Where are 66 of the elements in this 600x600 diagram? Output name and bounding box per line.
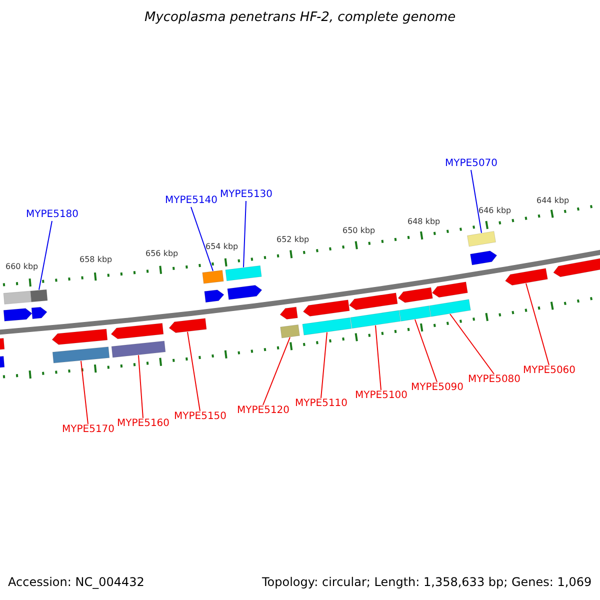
leader-line — [320, 332, 328, 398]
scale-label: 654 kbp — [206, 243, 238, 251]
gene-label: MYPE5140 — [165, 196, 218, 206]
leader-line — [80, 360, 88, 424]
gene-box — [30, 289, 48, 302]
gene-box — [52, 346, 110, 364]
leader-line — [138, 354, 144, 418]
leader-line — [526, 282, 550, 366]
scale-label: 658 kbp — [80, 256, 112, 264]
leader-line — [187, 331, 200, 412]
gene-feature — [31, 306, 48, 320]
gene-label: MYPE5110 — [295, 399, 348, 409]
gene-feature — [204, 290, 224, 303]
gene-label: MYPE5180 — [26, 210, 79, 220]
footer-text: Accession: NC_004432 — [8, 576, 144, 588]
gene-feature — [168, 318, 207, 333]
gene-label: MYPE5090 — [411, 383, 464, 393]
gene-box — [399, 306, 431, 322]
gene-feature — [52, 328, 108, 345]
gene-feature — [227, 285, 262, 300]
gene-feature — [280, 306, 298, 320]
gene-label: MYPE5120 — [237, 406, 290, 416]
gene-label: MYPE5130 — [220, 190, 273, 200]
scale-label: 648 kbp — [408, 218, 440, 226]
gene-label: MYPE5100 — [355, 391, 408, 401]
gene-feature — [470, 250, 498, 266]
leader-line — [262, 336, 290, 406]
leader-line — [470, 170, 482, 234]
gene-feature — [432, 282, 468, 298]
leader-line — [375, 324, 382, 390]
scale-label: 644 kbp — [536, 197, 570, 205]
gene-box — [0, 356, 5, 369]
scale-label: 650 kbp — [342, 227, 376, 235]
leader-line — [414, 319, 438, 382]
gene-box — [111, 340, 166, 358]
gene-box — [202, 270, 224, 284]
gene-feature — [505, 268, 548, 286]
gene-label: MYPE5170 — [62, 425, 115, 435]
gene-feature — [302, 300, 350, 316]
gene-feature — [110, 322, 164, 340]
scale-label: 660 kbp — [6, 263, 38, 271]
gene-box — [429, 299, 471, 317]
gene-box — [280, 324, 300, 338]
gene-label: MYPE5060 — [523, 366, 576, 376]
gene-feature — [553, 256, 600, 278]
title: Mycoplasma penetrans HF-2, complete genome — [144, 11, 456, 24]
gene-box — [350, 310, 401, 329]
gene-label: MYPE5160 — [117, 419, 170, 429]
gene-box — [302, 317, 352, 336]
leader-line — [190, 206, 214, 272]
scale-label: 656 kbp — [146, 250, 178, 258]
gene-label: MYPE5080 — [468, 375, 521, 385]
footer-text: Topology: circular; Length: 1,358,633 bp; Genes: 1,069 — [262, 576, 592, 588]
leader-line — [38, 220, 52, 290]
scale-label: 652 kbp — [276, 236, 310, 244]
gene-label: MYPE5150 — [174, 412, 227, 422]
gene-box — [3, 290, 32, 304]
gene-feature — [0, 338, 5, 350]
gene-feature — [398, 287, 433, 303]
gene-box — [467, 231, 496, 247]
gene-label: MYPE5070 — [445, 159, 498, 169]
gene-feature — [349, 292, 398, 310]
scale-label: 646 kbp — [478, 207, 512, 215]
gene-box — [225, 265, 262, 282]
leader-line — [243, 200, 246, 268]
gene-feature — [3, 308, 32, 322]
